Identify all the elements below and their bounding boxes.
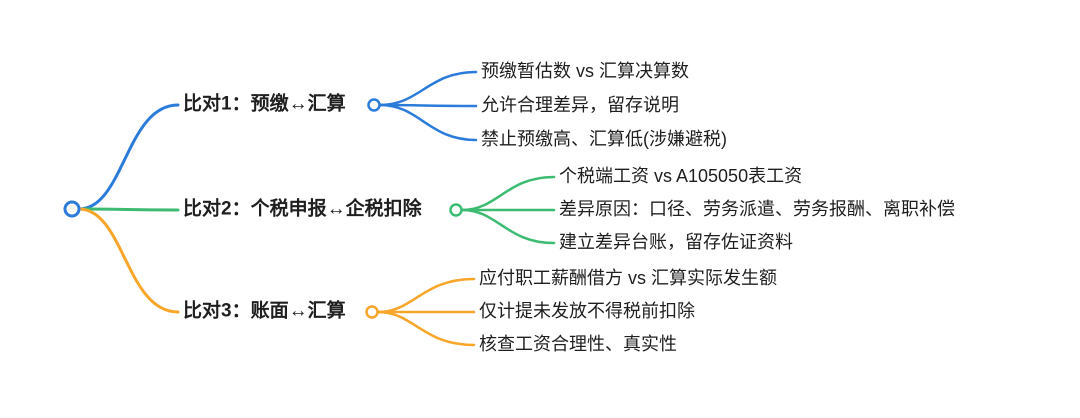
branch-3-collapse-handle[interactable] [365,305,379,319]
branch-1-leaf-3-connector [378,103,478,142]
branch-1-leaf-1-connector [378,70,478,107]
branch-1-leaf-2[interactable]: 允许合理差异，留存说明 [481,95,679,116]
branch-2-leaf-1[interactable]: 个税端工资 vs A105050表工资 [559,166,803,187]
branch-3-label[interactable]: 比对3：账面↔汇算 [183,300,346,322]
branch-2-leaf-1-connector [460,175,556,212]
branch-1-leaf-1[interactable]: 预缴暂估数 vs 汇算决算数 [481,61,690,82]
branch-1-trunk-connector [77,103,180,211]
branch-3-leaf-1[interactable]: 应付职工薪酬借方 vs 汇算实际发生额 [479,268,778,289]
branch-3-leaf-1-connector [376,277,476,314]
branch-1-label[interactable]: 比对1：预缴↔汇算 [183,93,346,115]
branch-2-collapse-handle[interactable] [449,203,463,217]
branch-2-leaf-3[interactable]: 建立差异台账，留存佐证资料 [559,232,793,253]
branch-2-label[interactable]: 比对2：个税申报↔企税扣除 [183,198,422,220]
branch-2-leaf-2[interactable]: 差异原因：口径、劳务派遣、劳务报酬、离职补偿 [559,199,955,220]
root-node[interactable] [63,200,81,218]
branch-2-trunk-connector [77,207,180,212]
branch-1-collapse-handle[interactable] [367,98,381,112]
branch-1-leaf-3[interactable]: 禁止预缴高、汇算低(涉嫌避税) [481,129,727,150]
branch-2-leaf-3-connector [460,208,556,245]
branch-3-trunk-connector [77,207,180,314]
branch-3-leaf-3-connector [376,310,476,347]
branch-3-leaf-3[interactable]: 核查工资合理性、真实性 [479,334,677,355]
branch-3-leaf-2[interactable]: 仅计提未发放不得税前扣除 [479,301,695,322]
